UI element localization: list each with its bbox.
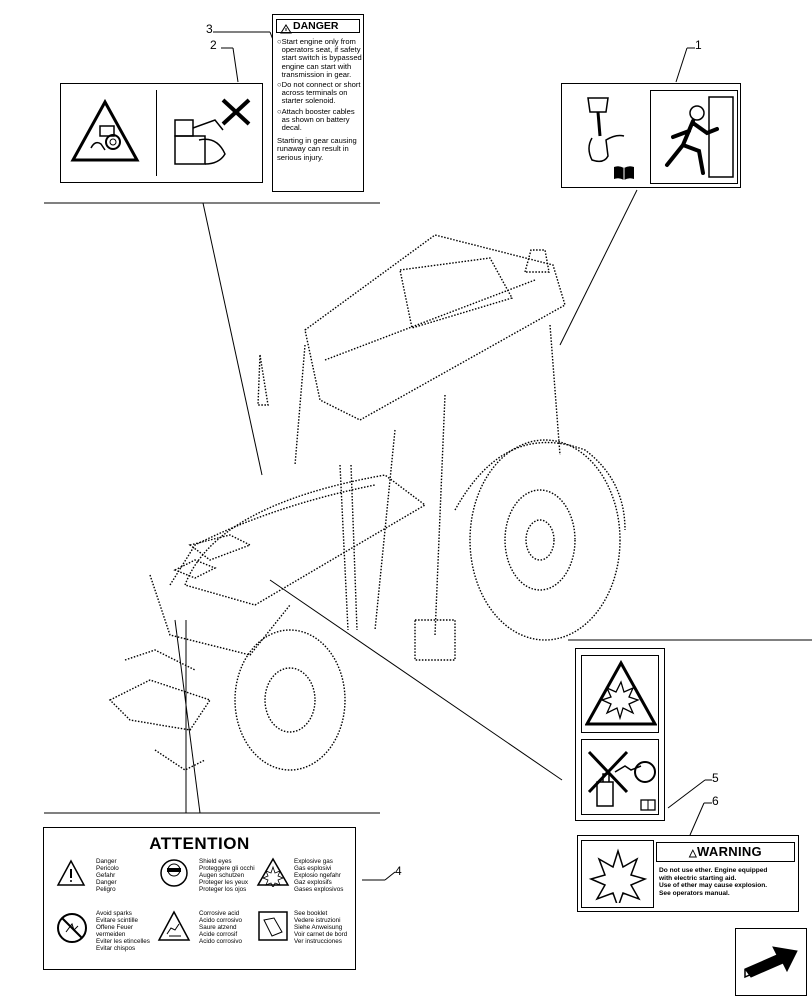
attention-text: Evitar chispos [96, 945, 136, 952]
shield-eyes-icon [159, 858, 189, 893]
explosion-icon [588, 847, 648, 910]
attention-text: Danger [96, 858, 117, 865]
attention-text: Explosio ngefahr [294, 872, 341, 879]
callout-2: 2 [210, 38, 217, 52]
explosive-gas-icon [256, 857, 290, 892]
attention-text: Danger [96, 879, 117, 886]
attention-text: Proteger les yeux [199, 879, 249, 886]
starter-solenoid-icon [169, 92, 257, 179]
danger-item-1: Start engine only from operators seat, i… [281, 37, 362, 79]
no-spray-icon [585, 742, 657, 817]
attention-text: Proteggere gli occhi [199, 865, 255, 872]
attention-text: Acido corrosivo [199, 938, 243, 945]
attention-text: Acide corrosif [199, 931, 238, 938]
attention-text: Offene Feuer vermeiden [96, 924, 133, 938]
attention-text: Saure atzend [199, 924, 237, 931]
attention-decal: ATTENTION Danger Pericolo Gefahr Danger … [43, 827, 356, 970]
danger-triangle-icon [56, 859, 86, 892]
warning-line-2: with electric starting aid. [659, 874, 737, 882]
danger-decal: DANGER ○Start engine only from operators… [272, 14, 364, 192]
callout-3: 3 [206, 22, 213, 36]
attention-text: Gases explosivos [294, 886, 344, 893]
warning-triangle-icon [280, 21, 292, 39]
warning-triangle-icon-2: △ [689, 848, 698, 859]
warning-line-3: Use of ether may cause explosion. [659, 882, 768, 890]
attention-text: Gas esplosivi [294, 865, 332, 872]
decal-starter-pictograms [60, 83, 263, 183]
attention-text: Shield eyes [199, 858, 232, 865]
next-page-button[interactable] [735, 928, 807, 996]
tractor-drawing [108, 234, 626, 771]
hand-lever-icon [574, 92, 634, 172]
next-page-arrow-icon [739, 931, 803, 998]
danger-item-2: Do not connect or short across terminals… [281, 80, 361, 106]
attention-text: Gefahr [96, 872, 116, 879]
emergency-exit-icon [653, 93, 737, 186]
corrosive-acid-icon [157, 910, 191, 947]
attention-text: Siehe Anweisung [294, 924, 343, 931]
warning-line-4: See operators manual. [659, 889, 730, 897]
attention-text: Proteger los ojos [199, 886, 247, 893]
danger-item-3: Attach booster cables as shown on batter… [281, 106, 355, 133]
attention-text: Pericolo [96, 865, 119, 872]
manual-book-icon [612, 164, 636, 187]
attention-text: Ver instrucciones [294, 938, 342, 945]
attention-text: Peligro [96, 886, 116, 893]
callout-6: 6 [712, 794, 719, 808]
hand-caught-icon [69, 98, 141, 171]
danger-title: DANGER [293, 20, 339, 32]
see-booklet-icon [257, 910, 289, 947]
warning-decal: △WARNING Do not use ether. Engine equipp… [577, 835, 799, 912]
warning-line-1: Do not use ether. Engine equipped [659, 867, 768, 874]
attention-title: ATTENTION [149, 834, 250, 853]
no-sparks-icon [56, 912, 88, 949]
attention-text: See booklet [294, 910, 328, 917]
attention-text: Vedere istruzioni [294, 917, 341, 924]
explosion-hazard-icon [584, 659, 658, 733]
decal-battery-pictograms [575, 648, 665, 821]
attention-text: Avoid sparks [96, 910, 132, 917]
danger-footer: Starting in gear causing runaway can res… [277, 136, 357, 162]
decal-exit-pictograms [561, 83, 741, 188]
attention-text: Voir carnet de bord [294, 931, 348, 938]
callout-5: 5 [712, 771, 719, 785]
attention-text: Explosive gas [294, 858, 333, 865]
manual-book-icon-small [640, 798, 656, 816]
attention-text: Evitare scintille [96, 917, 138, 924]
attention-text: Corrosive acid [199, 910, 240, 917]
attention-text: Acido corrosivo [199, 917, 243, 924]
warning-title: WARNING [697, 844, 762, 859]
callout-4: 4 [395, 864, 402, 878]
attention-text: Augen schutzen [199, 872, 245, 879]
callout-1: 1 [695, 38, 702, 52]
attention-text: Eviter les etincelles [96, 938, 150, 945]
attention-text: Gaz explosifs [294, 879, 332, 886]
